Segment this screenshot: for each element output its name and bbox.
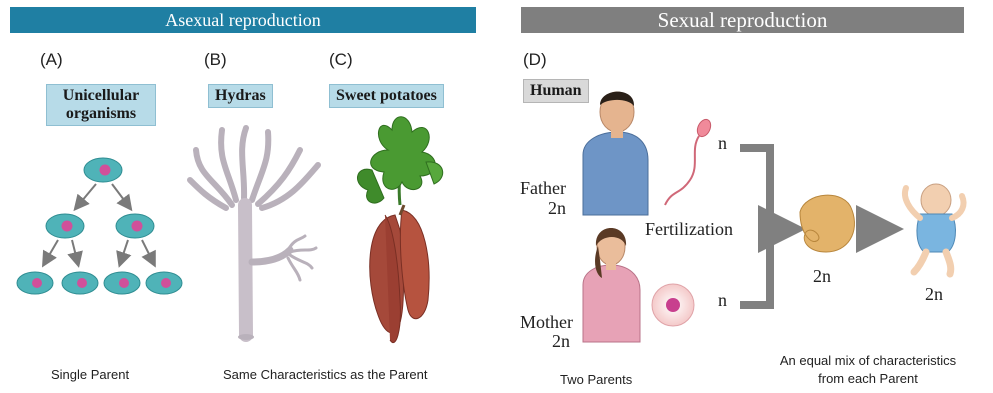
cell-icon xyxy=(84,158,122,182)
cell-icon xyxy=(62,272,98,294)
mother-ploidy: 2n xyxy=(552,331,570,352)
cell-icon xyxy=(146,272,182,294)
n-bottom-label: n xyxy=(718,290,727,311)
caption-equal-mix-line2: from each Parent xyxy=(752,370,984,388)
baby-ploidy: 2n xyxy=(925,284,943,305)
baby-illustration xyxy=(905,184,964,274)
hydra-illustration xyxy=(190,128,318,340)
caption-equal-mix: An equal mix of characteristics from eac… xyxy=(752,352,984,388)
embryo-illustration xyxy=(800,195,854,252)
cell-icon xyxy=(104,272,140,294)
cell-icon xyxy=(46,214,84,238)
mother-illustration xyxy=(583,228,640,342)
caption-single-parent: Single Parent xyxy=(51,367,129,382)
caption-two-parents: Two Parents xyxy=(560,372,632,387)
father-illustration xyxy=(583,92,648,215)
caption-equal-mix-line1: An equal mix of characteristics xyxy=(752,352,984,370)
caption-same-characteristics: Same Characteristics as the Parent xyxy=(223,367,427,382)
sweet-potato-illustration xyxy=(357,117,442,343)
fertilization-bracket xyxy=(740,148,770,305)
father-ploidy: 2n xyxy=(548,198,566,219)
mother-label: Mother xyxy=(520,312,573,333)
cell-icon xyxy=(17,272,53,294)
n-top-label: n xyxy=(718,133,727,154)
embryo-ploidy: 2n xyxy=(813,266,831,287)
father-label: Father xyxy=(520,178,566,199)
egg-cell-icon xyxy=(652,284,694,326)
cell-division-tree xyxy=(17,158,182,294)
sperm-icon xyxy=(665,117,713,205)
cell-icon xyxy=(116,214,154,238)
fertilization-label: Fertilization xyxy=(643,219,735,240)
